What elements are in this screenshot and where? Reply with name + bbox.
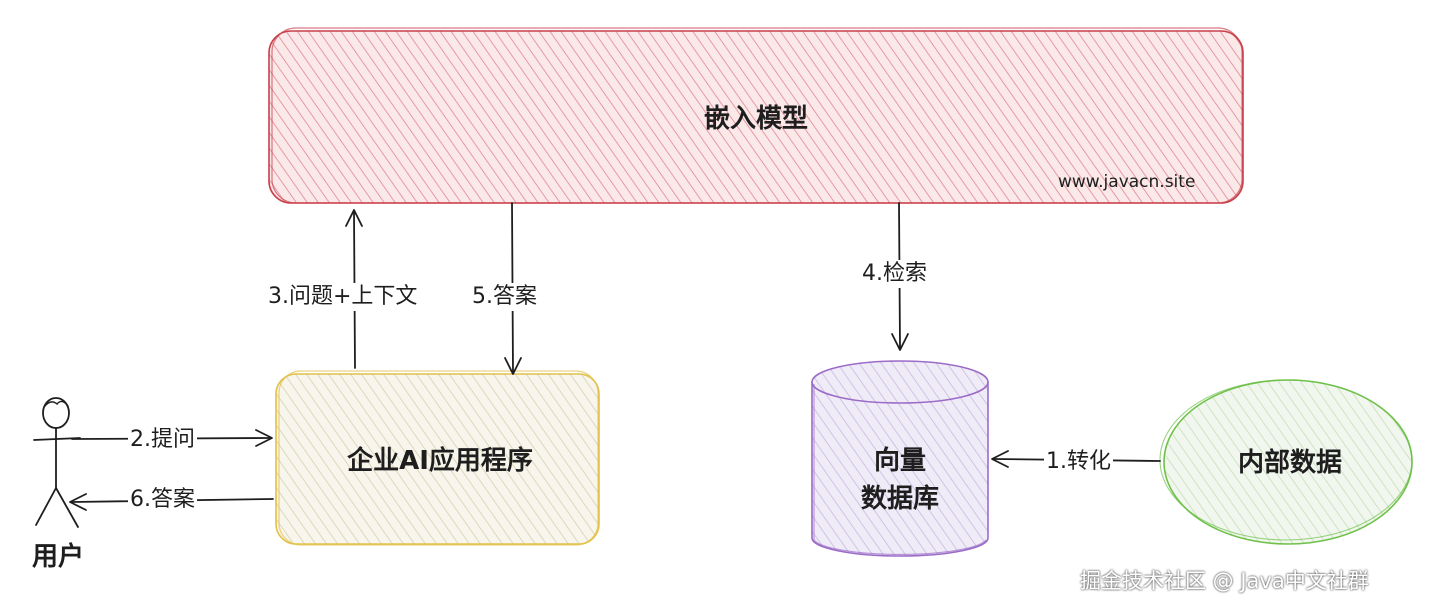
internal-data-label: 内部数据 bbox=[1237, 448, 1342, 478]
embedding-site-label: www.javacn.site bbox=[1058, 172, 1196, 192]
edge-label-step4: 4.检索 bbox=[860, 260, 929, 288]
enterprise-app-label: 企业AI应用程序 bbox=[347, 446, 533, 476]
enterprise-app-box bbox=[275, 370, 600, 546]
watermark: 掘金技术社区 @ Java中文社群 bbox=[1080, 569, 1369, 593]
vector-db-label-line2: 数据库 bbox=[860, 484, 939, 514]
vector-db-cylinder bbox=[811, 360, 989, 557]
vector-db-label: 向量 数据库 bbox=[840, 442, 960, 518]
edge-label-step6: 6.答案 bbox=[128, 486, 197, 514]
edge-label-step1: 1.转化 bbox=[1044, 448, 1113, 476]
internal-data-ellipse bbox=[1159, 379, 1413, 545]
user-label: 用户 bbox=[31, 542, 84, 572]
edge-label-step5: 5.答案 bbox=[470, 283, 539, 311]
embedding-model-label: 嵌入模型 bbox=[703, 104, 808, 134]
edge-label-step3: 3.问题+上下文 bbox=[266, 283, 420, 311]
edge-label-step2: 2.提问 bbox=[128, 426, 197, 454]
user-stick-figure bbox=[33, 397, 81, 528]
vector-db-label-line1: 向量 bbox=[873, 446, 926, 476]
embedding-model-box bbox=[268, 27, 1244, 204]
